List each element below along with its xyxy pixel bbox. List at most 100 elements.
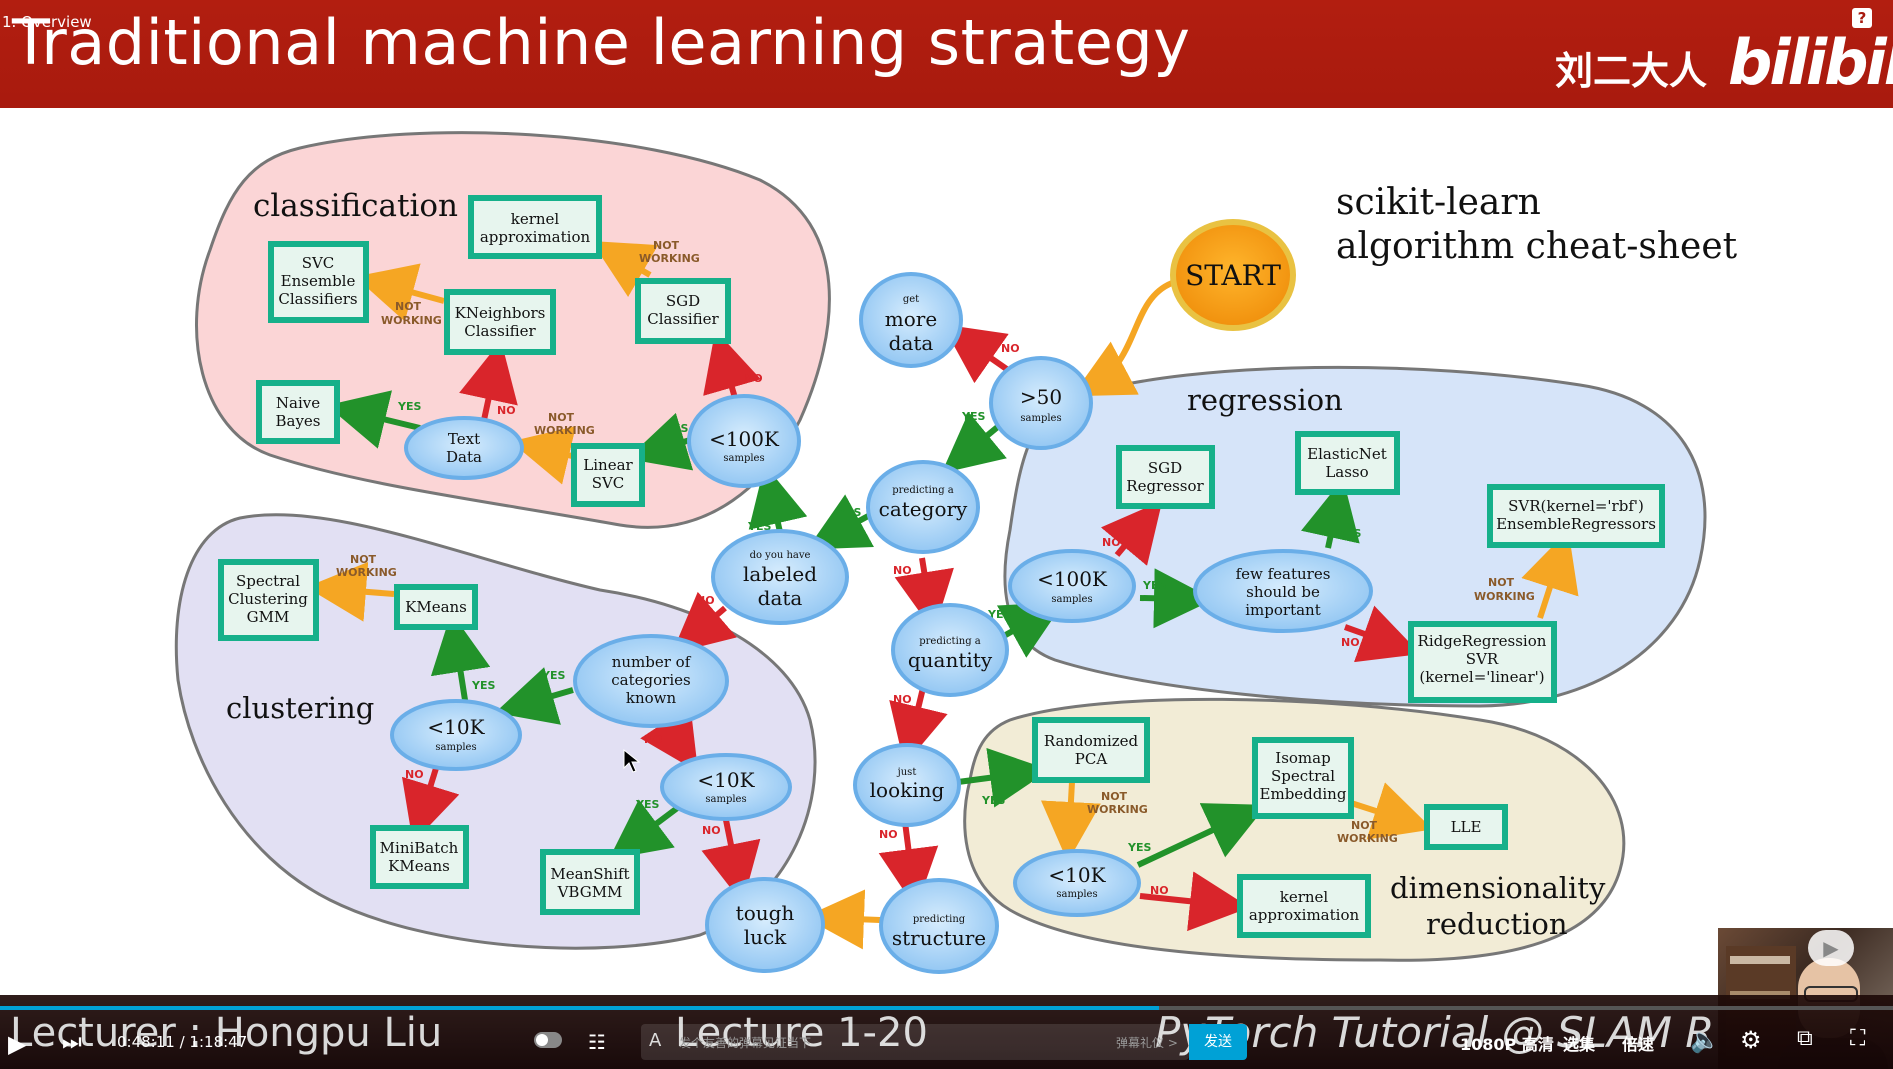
svg-text:YES: YES (664, 422, 688, 435)
node-clu-10k-samples: <10K samples (390, 699, 522, 771)
arrow-looking-no (878, 821, 939, 909)
svg-text:KMeans: KMeans (405, 598, 467, 616)
svg-text:NO: NO (1102, 536, 1121, 549)
box-kernel-approximation-dim: kernel approximation (1237, 874, 1371, 938)
arrow-looking-yes (957, 747, 1050, 808)
node-predicting-category: predicting a category (866, 460, 980, 554)
float-play-icon[interactable]: ▶ (1808, 930, 1854, 966)
svg-text:WORKING: WORKING (1474, 590, 1535, 603)
svg-text:GMM: GMM (247, 608, 290, 626)
danmaku-input[interactable]: A 发个友善的弹幕见证当下 弹幕礼仪 > (641, 1024, 1189, 1060)
arrow-dim10k-no (1139, 871, 1250, 932)
arrow-kmeans-notworking (306, 561, 395, 622)
svg-text:SVC: SVC (592, 474, 625, 492)
dimensionality-label-2: reduction (1426, 907, 1568, 941)
danmaku-etiquette-link[interactable]: 弹幕礼仪 > (1116, 1036, 1178, 1050)
arrow-clu10k-no (401, 764, 460, 843)
svg-text:<10K: <10K (1048, 863, 1106, 887)
svg-text:MiniBatch: MiniBatch (380, 839, 459, 857)
box-svr-ensemble: SVR(kernel='rbf') EnsembleRegressors (1487, 484, 1665, 548)
arrow-few-yes (1301, 478, 1360, 549)
arrow-sgd-notworking (591, 240, 659, 298)
node-number-of-categories: number of categories known (573, 634, 729, 728)
settings-gear-icon[interactable]: ⚙ (1740, 1026, 1762, 1054)
arrow-numcat-yes (494, 667, 574, 725)
svg-text:kernel: kernel (511, 210, 560, 228)
svg-text:WORKING: WORKING (639, 252, 700, 265)
course-brand-caption: PyTorch Tutorial @ SLAM Research (1155, 1008, 1715, 1057)
progress-bar[interactable] (0, 1006, 1893, 1010)
svg-text:important: important (1245, 601, 1320, 619)
fullscreen-icon[interactable]: ⛶ (1850, 1026, 1866, 1051)
svg-text:YES: YES (1337, 527, 1361, 540)
arrow-few-no (1343, 605, 1421, 663)
arrow-labeled-yes (748, 464, 808, 533)
arrow-cls100k-yes (627, 412, 694, 471)
svg-text:YES: YES (981, 794, 1005, 807)
arrow-quantity-yes (996, 602, 1064, 658)
svg-text:data: data (889, 331, 934, 355)
classification-label: classification (253, 188, 458, 224)
svg-text:few features: few features (1236, 565, 1331, 583)
speed-button[interactable]: 倍速 (1622, 1035, 1655, 1054)
mouse-cursor-icon (623, 748, 641, 773)
svg-text:YES: YES (961, 410, 985, 423)
node-predicting-quantity: predicting a quantity (891, 603, 1009, 697)
svg-text:known: known (626, 689, 677, 707)
svg-text:SVC: SVC (302, 254, 335, 272)
node-few-features: few features should be important (1193, 549, 1373, 633)
node-labeled-data: do you have labeled data (711, 529, 849, 625)
svg-text:predicting a: predicting a (892, 485, 954, 496)
svg-text:Clustering: Clustering (228, 590, 308, 608)
start-node: START (1170, 219, 1296, 331)
current-time: 0:48:11 (117, 1033, 175, 1051)
svg-text:YES: YES (747, 520, 771, 533)
arrow-labeled-no (671, 591, 737, 654)
svg-text:Bayes: Bayes (275, 412, 320, 430)
svg-text:KMeans: KMeans (388, 857, 450, 875)
svg-text:should be: should be (1246, 583, 1320, 601)
play-icon[interactable]: ▶ (8, 1030, 27, 1058)
picture-in-picture-icon[interactable]: ⧉ (1797, 1026, 1813, 1051)
svg-text:SVR(kernel='rbf'): SVR(kernel='rbf') (1508, 497, 1644, 515)
volume-icon[interactable]: 🔈 (1690, 1026, 1720, 1054)
svg-text:samples: samples (1051, 594, 1092, 605)
send-button[interactable]: 发送 (1189, 1024, 1247, 1060)
box-svc-ensemble: SVC Ensemble Classifiers (268, 241, 369, 323)
svg-text:NOT: NOT (653, 239, 680, 252)
arrow-quantity-no (889, 687, 948, 766)
arrow-numcat-no (640, 705, 699, 773)
box-naive-bayes: Naive Bayes (256, 380, 340, 444)
help-icon[interactable]: ? (1852, 8, 1872, 28)
danmaku-placeholder: 发个友善的弹幕见证当下 (679, 1036, 812, 1050)
arrow-clu10k-yes (430, 612, 491, 701)
arrow-text-no (459, 340, 518, 421)
svg-text:structure: structure (892, 926, 986, 950)
svg-text:NO: NO (696, 594, 715, 607)
episodes-button[interactable]: 选集 (1563, 1035, 1596, 1054)
box-kernel-approximation-cls: kernel approximation (468, 195, 602, 259)
svg-text:quantity: quantity (908, 648, 993, 672)
svg-text:samples: samples (435, 742, 476, 753)
svg-text:Spectral: Spectral (1271, 767, 1335, 785)
progress-fill (0, 1006, 1159, 1010)
arrow-start-to-gt50 (1071, 280, 1174, 397)
box-sgd-classifier: SGD Classifier (635, 278, 731, 344)
quality-selector[interactable]: 1080P 高清 (1460, 1035, 1554, 1054)
svg-text:YES: YES (1142, 579, 1166, 592)
arrow-reg100k-yes (1139, 568, 1214, 629)
box-sgd-regressor: SGD Regressor (1116, 445, 1215, 509)
svg-text:NO: NO (893, 693, 912, 706)
svg-text:samples: samples (723, 453, 764, 464)
svg-text:Classifier: Classifier (647, 310, 719, 328)
danmaku-settings-icon[interactable]: ☷ (588, 1030, 606, 1054)
danmaku-toggle[interactable] (534, 1032, 562, 1048)
arrow-dim10k-yes (1136, 803, 1267, 868)
svg-text:get: get (903, 294, 919, 305)
svg-text:RidgeRegression: RidgeRegression (1418, 632, 1547, 650)
node-more-data: get more data (859, 272, 963, 368)
svg-text:NOT: NOT (350, 553, 377, 566)
next-episode-icon[interactable]: ⏭ (62, 1030, 82, 1055)
svg-text:samples: samples (1020, 413, 1061, 424)
danmaku-style-icon[interactable]: A (649, 1030, 662, 1051)
